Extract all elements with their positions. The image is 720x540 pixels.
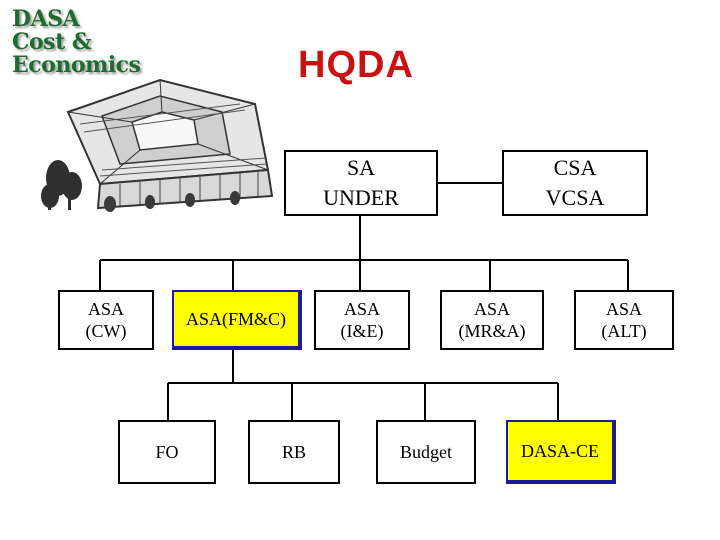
box-label-line-1: ASA [343, 299, 380, 319]
org-box-csa-vcsa: CSA VCSA [502, 150, 648, 216]
org-box-rb: RB [248, 420, 340, 484]
dasa-logo: DASA Cost & Economics [12, 6, 141, 78]
box-label-line-1: ASA [605, 299, 642, 319]
org-box-asa-fmc: ASA(FM&C) [172, 290, 302, 350]
org-box-dasa-ce: DASA-CE [506, 420, 616, 484]
box-label: Budget [400, 442, 452, 462]
org-box-asa-ie: ASA (I&E) [314, 290, 410, 350]
org-box-asa-mra: ASA (MR&A) [440, 290, 544, 350]
box-label: FO [155, 442, 179, 462]
box-label-line-1: CSA [553, 155, 597, 180]
box-label: RB [281, 442, 306, 462]
box-label: DASA-CE [520, 441, 599, 461]
box-label-line-2: (MR&A) [458, 321, 526, 341]
org-box-asa-alt: ASA (ALT) [574, 290, 674, 350]
box-label-line-2: VCSA [545, 185, 605, 210]
box-label-line-1: ASA(FM&C) [185, 309, 287, 329]
logo-line-2: Cost & [12, 29, 92, 55]
org-box-sa-under: SA UNDER [284, 150, 438, 216]
box-label-line-1: ASA [473, 299, 510, 319]
logo-line-3: Economics [12, 52, 141, 78]
pentagon-building-illustration [41, 78, 274, 212]
org-box-fo: FO [118, 420, 216, 484]
logo-line-1: DASA [12, 6, 80, 32]
box-label-line-2: UNDER [323, 185, 399, 210]
org-box-asa-cw: ASA (CW) [58, 290, 154, 350]
box-label-line-1: SA [346, 155, 376, 180]
page-title: HQDA [298, 44, 414, 86]
box-label-line-2: (I&E) [340, 321, 384, 341]
box-label-line-2: (ALT) [601, 321, 647, 341]
box-label-line-1: ASA [87, 299, 124, 319]
box-label-line-2: (CW) [85, 321, 127, 341]
org-box-budget: Budget [376, 420, 476, 484]
